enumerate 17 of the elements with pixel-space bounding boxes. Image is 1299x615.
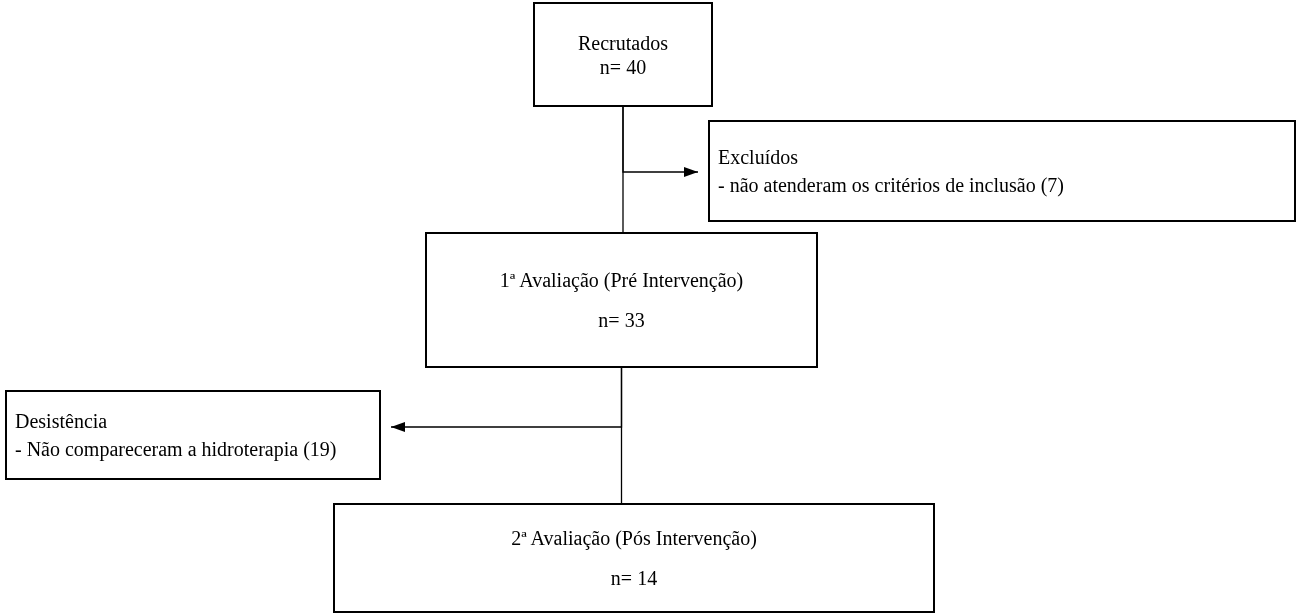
box-text: n= 40 bbox=[599, 54, 647, 79]
box-text: n= 33 bbox=[598, 308, 645, 332]
arrow bbox=[622, 106, 699, 177]
box-text: n= 14 bbox=[610, 566, 658, 590]
arrow bbox=[390, 367, 623, 432]
process-box bbox=[533, 2, 713, 107]
box-text: Recrutados bbox=[578, 30, 668, 55]
box-text: 2ª Avaliação (Pós Intervenção) bbox=[511, 526, 757, 550]
box-text: Desistência bbox=[15, 409, 108, 433]
process-box bbox=[333, 503, 935, 613]
box-text: - Não compareceram a hidroterapia (19) bbox=[15, 437, 337, 461]
process-box bbox=[5, 390, 381, 480]
process-box bbox=[425, 232, 818, 368]
process-box bbox=[708, 120, 1296, 222]
box-text: - não atenderam os critérios de inclusão (7) bbox=[718, 173, 1064, 197]
box-text: Excluídos bbox=[718, 145, 798, 169]
box-text: 1ª Avaliação (Pré Intervenção) bbox=[499, 268, 744, 292]
